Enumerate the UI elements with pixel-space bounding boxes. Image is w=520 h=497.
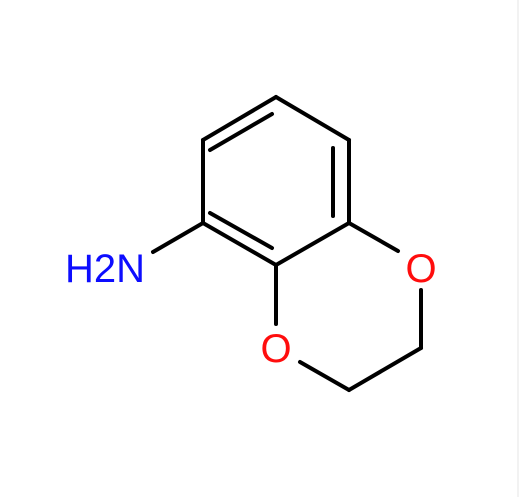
bond-c-n	[151, 221, 205, 254]
bond-ch2-ch2	[347, 346, 423, 392]
oxygen-right-label: O	[405, 247, 436, 291]
bond-ring-1	[201, 95, 278, 142]
bond-ring-5	[201, 221, 278, 267]
bond-ring-2	[274, 95, 351, 142]
bond-ring-5-double	[208, 211, 274, 250]
amine-label: H2N	[65, 247, 145, 291]
bond-ch2-o-bottom	[298, 360, 351, 392]
oxygen-bottom-label: O	[260, 327, 291, 371]
bond-c-o-right	[347, 221, 400, 253]
bond-ring-4	[274, 221, 351, 267]
bond-ring-1-double	[208, 112, 274, 152]
